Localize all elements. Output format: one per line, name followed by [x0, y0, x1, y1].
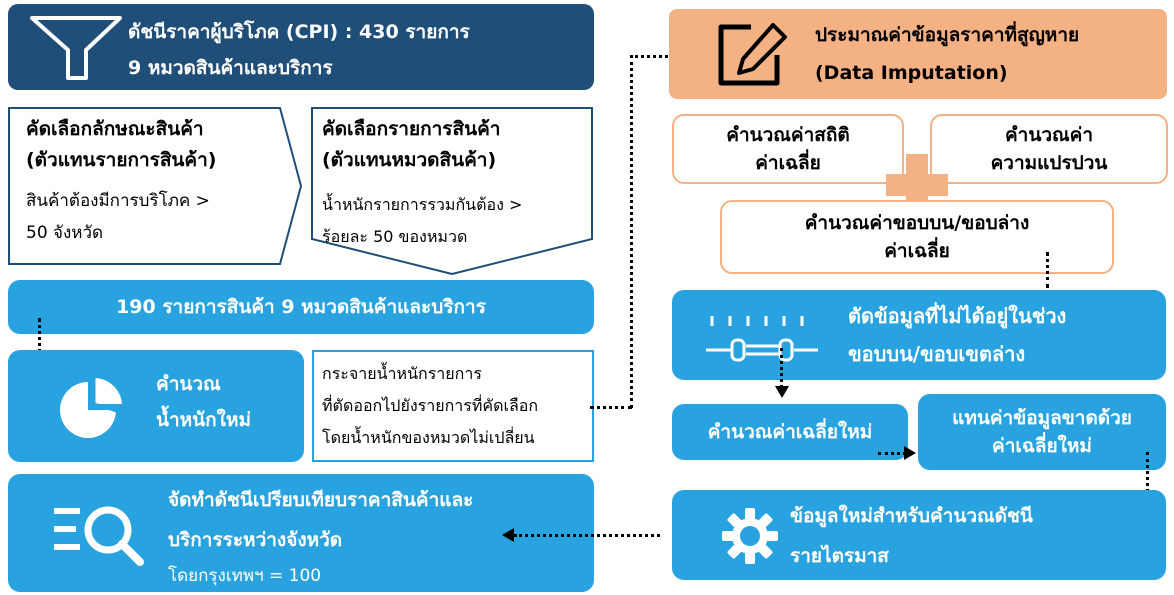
distribute-line1: กระจายน้ำหนักรายการ	[322, 364, 482, 383]
connector-bounds-cut	[1046, 252, 1049, 288]
replace-box: แทนค่าข้อมูลขาดด้วย ค่าเฉลี่ยใหม่	[918, 394, 1166, 470]
connector-to-imputation	[630, 55, 680, 58]
step-b-title1: คัดเลือกรายการสินค้า	[322, 118, 501, 140]
new-data-box: ข้อมูลใหม่สำหรับคำนวณดัชนี รายไตรมาส	[672, 490, 1166, 580]
report-search-icon	[54, 506, 144, 566]
bounds-line1: คำนวณค่าขอบบน/ขอบล่าง	[804, 212, 1030, 234]
range-slider-icon	[706, 316, 818, 362]
new-mean-box: คำนวณค่าเฉลี่ยใหม่	[672, 404, 908, 460]
index-line2: บริการระหว่างจังหวัด	[168, 529, 343, 551]
stat-mean-box: คำนวณค่าสถิติ ค่าเฉลี่ย	[672, 114, 904, 184]
weights-line2: น้ำหนักใหม่	[156, 409, 251, 431]
replace-line1: แทนค่าข้อมูลขาดด้วย	[952, 407, 1132, 429]
header-line2: 9 หมวดสินค้าและบริการ	[128, 57, 333, 79]
stat-var-line1: คำนวณค่า	[1004, 124, 1094, 146]
cut-line1: ตัดข้อมูลที่ไม่ได้อยู่ในช่วง	[848, 304, 1067, 328]
stat-mean-line1: คำนวณค่าสถิติ	[726, 124, 850, 146]
step-b-pentagon	[311, 107, 593, 275]
step-b-body1: น้ำหนักรายการรวมกันต้อง >	[322, 195, 523, 214]
arrow-right-replace	[904, 446, 916, 460]
weights-line1: คำนวณ	[156, 373, 221, 395]
connector-summary-weights	[38, 318, 41, 372]
step-a: คัดเลือกลักษณะสินค้า (ตัวแทนรายการสินค้า…	[26, 115, 286, 255]
connector-replace-newdata	[1146, 452, 1149, 492]
cpi-header: ดัชนีราคาผู้บริโภค (CPI) : 430 รายการ 9 …	[8, 4, 594, 90]
bounds-box: คำนวณค่าขอบบน/ขอบล่าง ค่าเฉลี่ย	[720, 200, 1114, 274]
edit-pencil-icon	[718, 23, 787, 86]
summary-bar: 190 รายการสินค้า 9 หมวดสินค้าและบริการ	[8, 280, 594, 334]
step-b-body2: ร้อยละ 50 ของหมวด	[322, 227, 468, 246]
index-note: โดยกรุงเทพฯ = 100	[168, 566, 322, 586]
pie-chart-icon	[60, 377, 122, 438]
step-a-body1: สินค้าต้องมีการบริโภค >	[26, 191, 210, 211]
arrow-down-newmean	[775, 386, 789, 398]
step-a-title1: คัดเลือกลักษณะสินค้า	[26, 118, 204, 140]
step-a-body2: 50 จังหวัด	[26, 223, 104, 243]
connector-newdata-index	[514, 534, 660, 537]
plus-icon	[886, 154, 948, 216]
distribute-line2: ที่ตัดออกไปยังรายการที่คัดเลือก	[322, 396, 539, 415]
distribute-box: กระจายน้ำหนักรายการ ที่ตัดออกไปยังรายการ…	[312, 350, 594, 462]
step-a-chevron	[8, 107, 302, 265]
step-b: คัดเลือกรายการสินค้า (ตัวแทนหมวดสินค้า) …	[322, 115, 584, 255]
new-data-line1: ข้อมูลใหม่สำหรับคำนวณดัชนี	[790, 505, 1033, 527]
index-box: จัดทำดัชนีเปรียบเทียบราคาสินค้าและ บริกา…	[8, 474, 594, 592]
step-b-title2: (ตัวแทนหมวดสินค้า)	[322, 149, 497, 171]
arrow-left-index	[502, 528, 514, 542]
stat-var-line2: ความแปรปวน	[990, 152, 1108, 174]
connector-cut-newmean	[780, 348, 783, 388]
stat-mean-line2: ค่าเฉลี่ย	[755, 152, 821, 174]
imputation-header: ประมาณค่าข้อมูลราคาที่สูญหาย (Data Imput…	[669, 9, 1167, 99]
stat-var-box: คำนวณค่า ความแปรปวน	[930, 114, 1168, 184]
weights-box: คำนวณ น้ำหนักใหม่	[8, 350, 304, 462]
connector-distribute-right	[590, 406, 632, 409]
imputation-line1: ประมาณค่าข้อมูลราคาที่สูญหาย	[815, 24, 1080, 46]
funnel-icon	[30, 16, 122, 80]
step-a-title2: (ตัวแทนรายการสินค้า)	[26, 149, 217, 171]
bounds-line2: ค่าเฉลี่ย	[884, 240, 950, 262]
connector-up-imputation	[630, 55, 633, 408]
header-line1: ดัชนีราคาผู้บริโภค (CPI) : 430 รายการ	[128, 21, 470, 43]
imputation-line2: (Data Imputation)	[815, 62, 1008, 84]
replace-line2: ค่าเฉลี่ยใหม่	[992, 435, 1092, 457]
cut-line2: ขอบบน/ขอบเขตล่าง	[848, 342, 1026, 366]
new-data-line2: รายไตรมาส	[790, 545, 889, 567]
gear-icon	[722, 508, 778, 564]
cut-box: ตัดข้อมูลที่ไม่ได้อยู่ในช่วง ขอบบน/ขอบเข…	[672, 290, 1166, 380]
connector-newmean-replace	[878, 452, 906, 455]
distribute-line3: โดยน้ำหนักของหมวดไม่เปลี่ยน	[322, 428, 535, 447]
index-line1: จัดทำดัชนีเปรียบเทียบราคาสินค้าและ	[168, 489, 474, 511]
